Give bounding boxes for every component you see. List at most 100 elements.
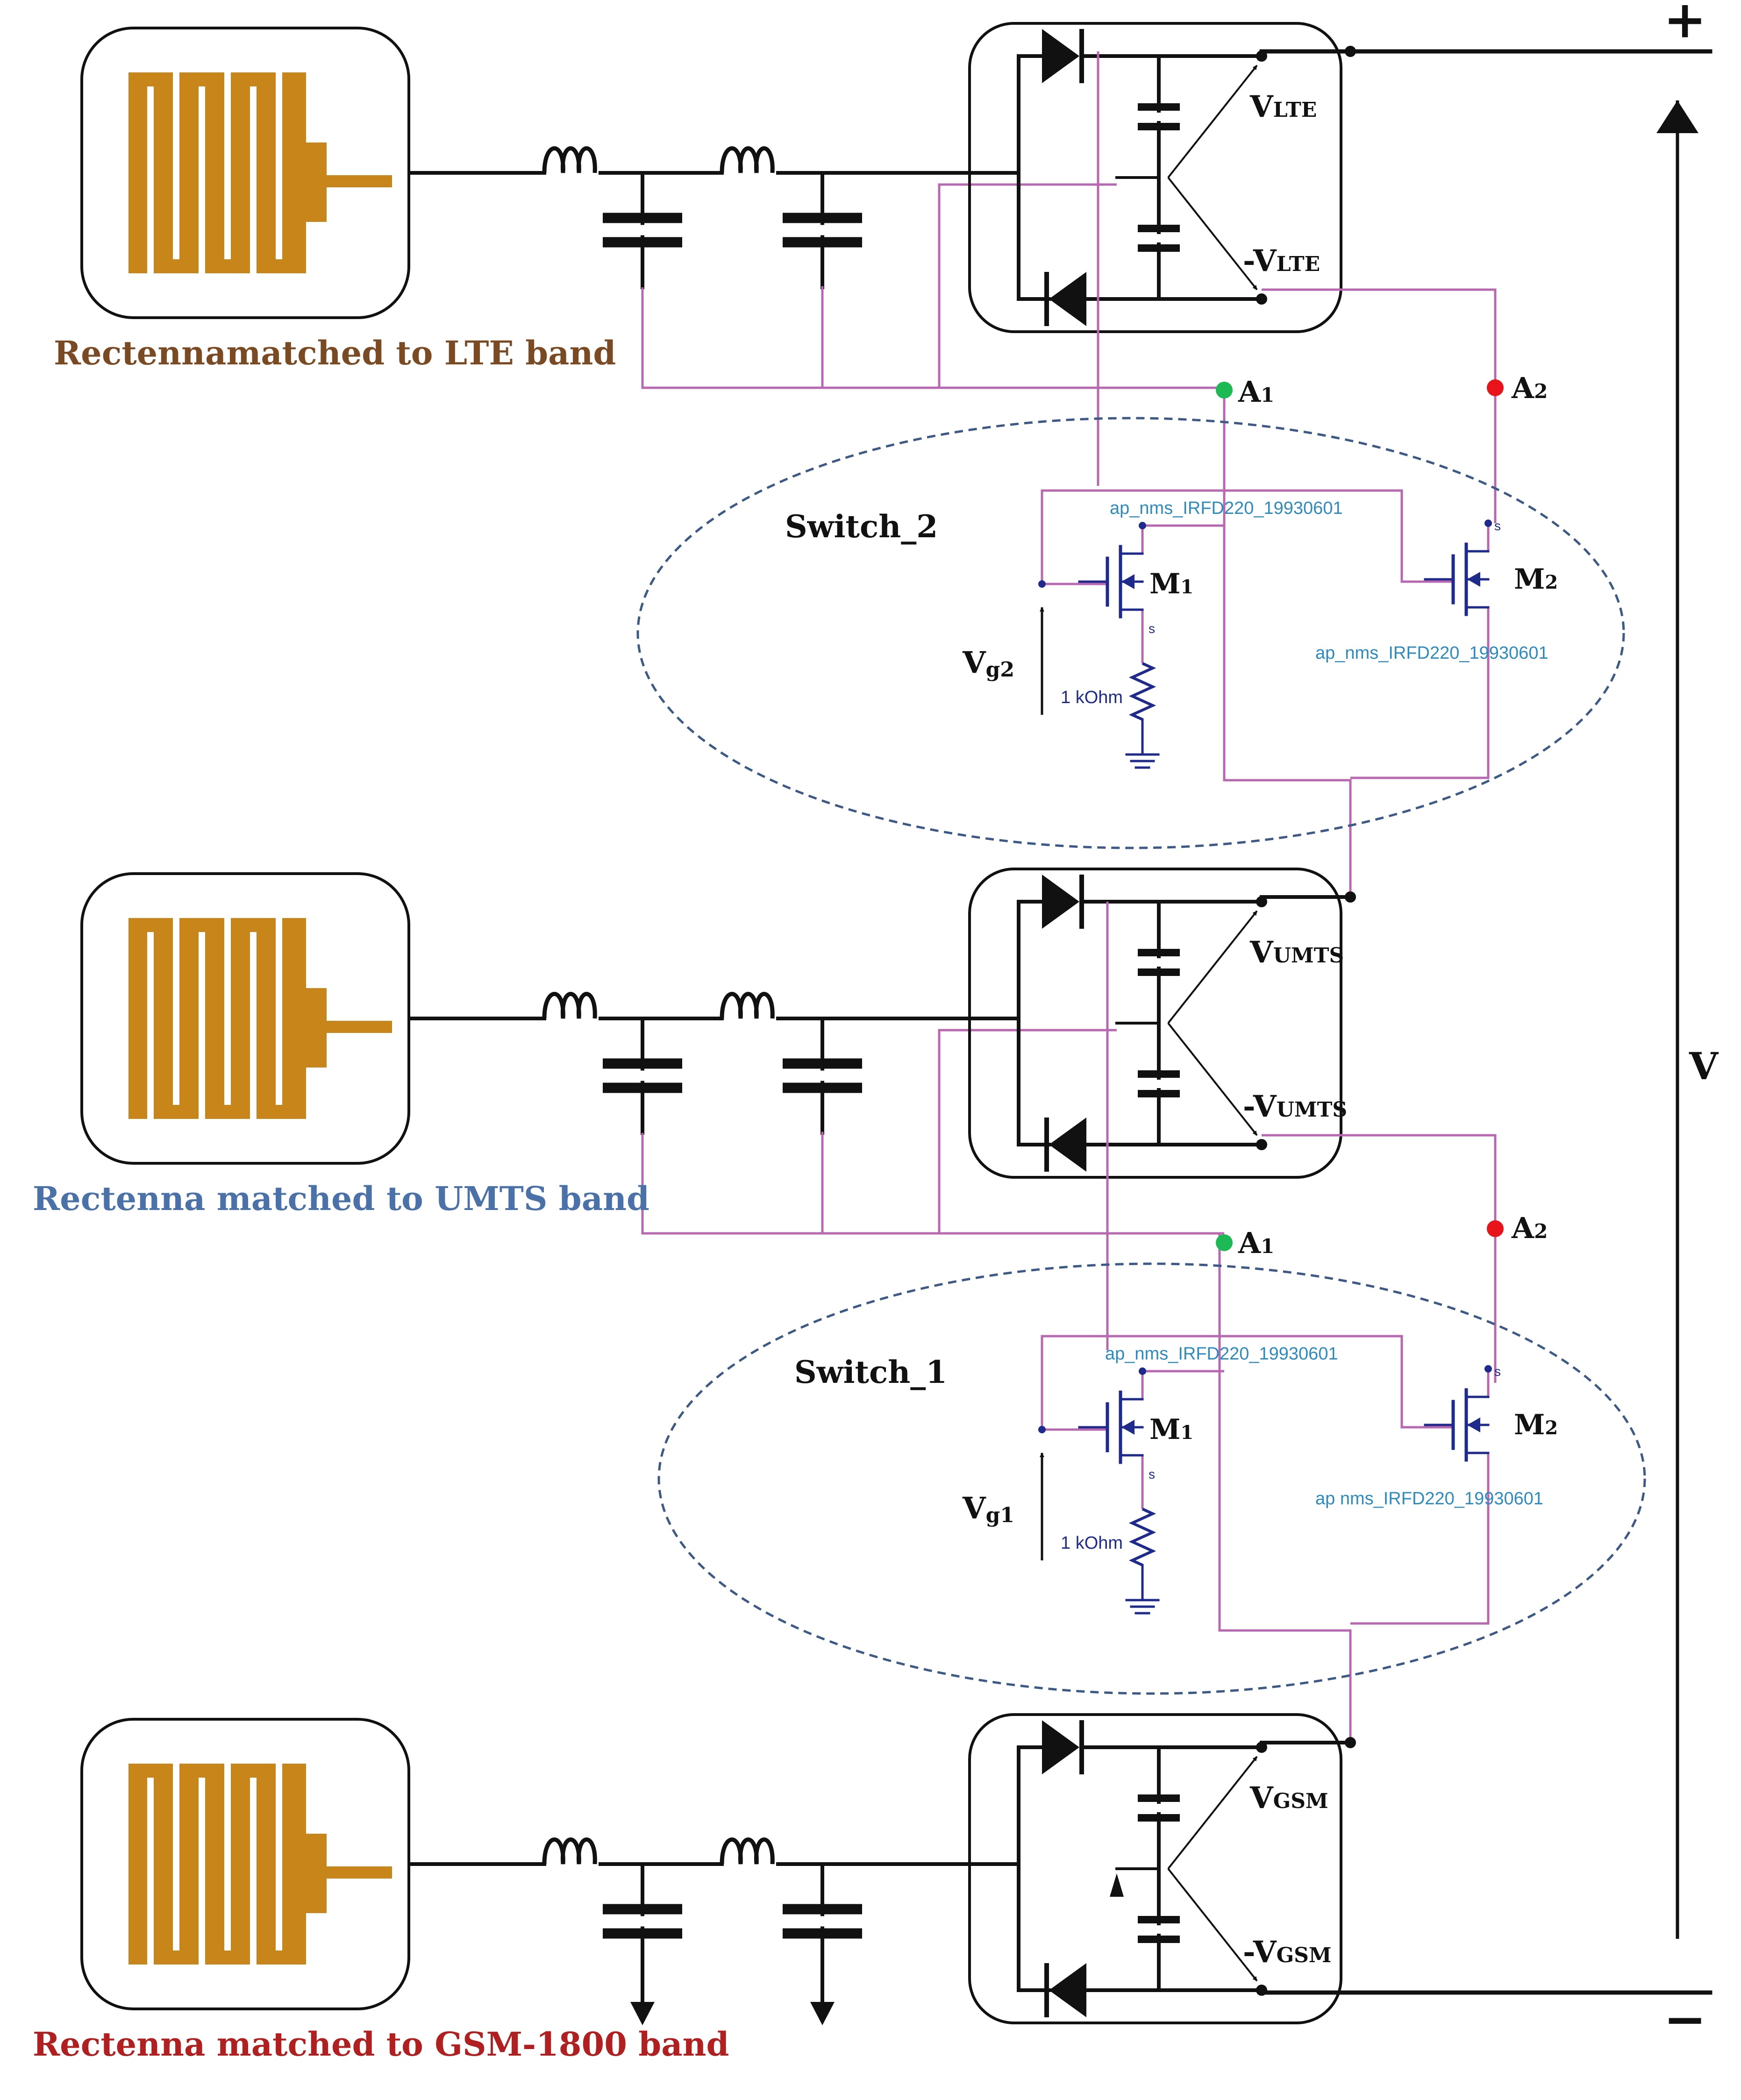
voltage-arrow bbox=[1167, 1868, 1258, 1982]
antenna-slot bbox=[276, 1764, 282, 1951]
diode-icon bbox=[1044, 1963, 1086, 2017]
capacitor-icon bbox=[783, 171, 862, 289]
capacitor-plate bbox=[603, 1082, 682, 1093]
capacitor-icon bbox=[603, 1017, 682, 1135]
diode-icon bbox=[1044, 1118, 1086, 1172]
mosfet-m2-label-sub: 2 bbox=[1545, 571, 1558, 593]
mosfet-m2-label-sub: 2 bbox=[1545, 1417, 1558, 1439]
terminal-dot bbox=[1345, 46, 1356, 57]
switch-wire bbox=[1141, 524, 1224, 554]
voltage-label-plus-sub: UMTS bbox=[1273, 944, 1344, 968]
voltage-label-minus-sub: UMTS bbox=[1277, 1098, 1348, 1122]
capacitor-plate bbox=[603, 237, 682, 248]
switch-wire bbox=[641, 287, 1224, 389]
ground-arrow bbox=[630, 2002, 655, 2025]
capacitor-plate bbox=[783, 213, 862, 223]
antenna-caption: Rectenna matched to GSM-1800 band bbox=[33, 2025, 729, 2064]
diode-body bbox=[1042, 29, 1079, 83]
mosfet-icon bbox=[1451, 542, 1490, 616]
capacitor-plate bbox=[1138, 1070, 1180, 1078]
junction-dot bbox=[1484, 1365, 1492, 1373]
resistor-zigzag bbox=[1128, 662, 1156, 721]
diode-body bbox=[1042, 1720, 1079, 1774]
resistor-icon bbox=[1128, 1508, 1156, 1566]
antenna-feed bbox=[327, 1021, 392, 1033]
antenna-slot bbox=[224, 72, 231, 259]
node-a1 bbox=[1216, 1234, 1233, 1251]
antenna-slot bbox=[173, 1764, 179, 1951]
voltage-label-minus: -VLTE bbox=[1243, 243, 1320, 278]
antenna-slot bbox=[224, 1764, 231, 1951]
diode-bar bbox=[1079, 875, 1084, 929]
mosfet-m2-label-main: M bbox=[1514, 1409, 1545, 1441]
inductor-coil bbox=[720, 1837, 775, 1865]
source-marker: s bbox=[1494, 1364, 1501, 1379]
rectifier-box bbox=[968, 1713, 1342, 2024]
capacitor-plate bbox=[1138, 1814, 1180, 1822]
mosfet-m2-label-main: M bbox=[1514, 563, 1545, 596]
capacitor-plate bbox=[1138, 968, 1180, 976]
ground-arrow bbox=[1110, 1873, 1124, 1897]
diode-bar bbox=[1044, 1963, 1049, 2017]
resistor-icon bbox=[1128, 662, 1156, 721]
voltage-label-plus-main: V bbox=[1249, 1780, 1274, 1815]
antenna-stub bbox=[303, 988, 327, 1068]
antenna-slot bbox=[250, 932, 257, 1119]
diode-icon bbox=[1042, 875, 1084, 929]
antenna-slot bbox=[276, 918, 282, 1105]
mosfet-model-label: ap_nms_IRFD220_19930601 bbox=[1315, 643, 1548, 663]
capacitor-plate bbox=[603, 1928, 682, 1939]
mosfet-m2-label: M2 bbox=[1514, 1409, 1558, 1441]
antenna-slot bbox=[173, 918, 179, 1105]
switch-wire bbox=[1041, 1335, 1453, 1430]
switch-title: Switch_2 bbox=[785, 508, 938, 545]
voltage-arrow bbox=[1167, 1022, 1258, 1136]
antenna-slot bbox=[224, 918, 231, 1105]
ground-arrow bbox=[810, 2002, 835, 2025]
antenna-slot bbox=[250, 86, 257, 273]
switch-wire bbox=[1141, 1370, 1224, 1399]
antenna-slot bbox=[147, 86, 154, 273]
antenna-feed bbox=[327, 175, 392, 187]
diode-icon bbox=[1044, 272, 1086, 326]
mosfet-m1-label: M1 bbox=[1149, 1413, 1193, 1446]
node-a2-label-sub: 2 bbox=[1534, 1220, 1548, 1243]
rectifier-box bbox=[968, 22, 1342, 333]
switch-wire bbox=[641, 1133, 1224, 1235]
ground-arrow-icon bbox=[630, 1977, 655, 2025]
diode-body bbox=[1042, 875, 1079, 929]
gate-voltage-label: Vg2 bbox=[962, 645, 1014, 682]
junction-dot bbox=[1038, 580, 1046, 588]
diode-bar bbox=[1044, 272, 1049, 326]
antenna-slot bbox=[147, 932, 154, 1119]
diode-bar bbox=[1079, 29, 1084, 83]
inductor-coil bbox=[720, 992, 775, 1019]
voltage-arrow bbox=[1167, 910, 1258, 1024]
voltage-label-plus-main: V bbox=[1249, 935, 1274, 970]
capacitor-plate bbox=[1138, 1090, 1180, 1097]
output-plus-label: + bbox=[1663, 0, 1706, 50]
inductor-icon bbox=[720, 992, 775, 1019]
terminal-dot bbox=[1345, 891, 1356, 903]
capacitor-plate bbox=[1138, 1794, 1180, 1802]
switch-wire bbox=[1041, 489, 1453, 584]
mosfet-arrow bbox=[1467, 572, 1480, 587]
switch-wire bbox=[1350, 607, 1490, 779]
source-marker: s bbox=[1494, 519, 1501, 533]
output-arrow-head bbox=[1656, 100, 1698, 133]
switch-wire bbox=[1262, 1134, 1497, 1383]
diode-body bbox=[1049, 1963, 1086, 2017]
diode-bar bbox=[1044, 1118, 1049, 1172]
capacitor-icon bbox=[1138, 54, 1180, 179]
capacitor-plate bbox=[1138, 123, 1180, 130]
mosfet-m1-label-sub: 1 bbox=[1180, 576, 1193, 598]
ground-icon bbox=[1125, 753, 1160, 769]
terminal-dot bbox=[1256, 293, 1267, 305]
capacitor-icon bbox=[1138, 1745, 1180, 1871]
voltage-label-minus: -VUMTS bbox=[1243, 1089, 1347, 1124]
capacitor-plate bbox=[1138, 244, 1180, 252]
mosfet-icon bbox=[1106, 545, 1144, 619]
voltage-label-plus: VUMTS bbox=[1249, 935, 1344, 970]
output-voltage-label: V bbox=[1689, 1044, 1719, 1088]
node-a1-label: A1 bbox=[1238, 1226, 1274, 1260]
